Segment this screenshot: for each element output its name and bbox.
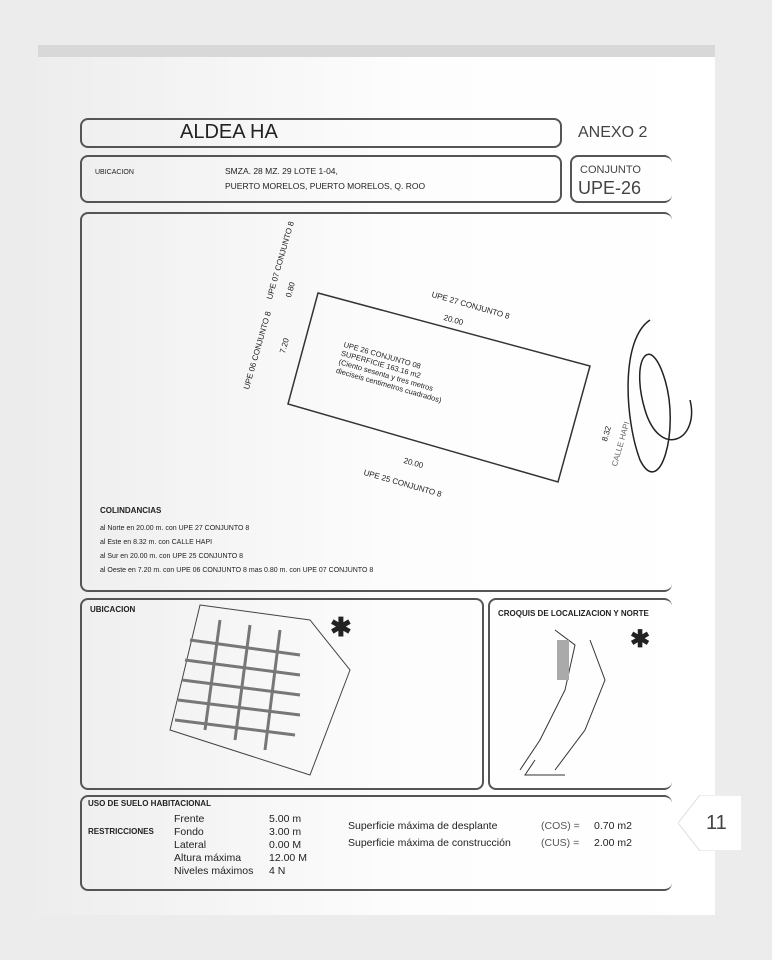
north-arrow-icon: ✱ [330,612,352,642]
location-line1: SMZA. 28 MZ. 29 LOTE 1-04, [225,166,338,176]
location-line2: PUERTO MORELOS, PUERTO MORELOS, Q. ROO [225,181,426,191]
croquis-title: CROQUIS DE LOCALIZACION Y NORTE [498,609,649,618]
colindancias-list: al Norte en 20.00 m. con UPE 27 CONJUNTO… [100,522,373,578]
page-number-badge[interactable] [678,795,742,851]
plan-box [80,212,672,592]
location-box [80,155,562,203]
subdivision-map [169,604,351,776]
document-title: ALDEA HA [180,121,278,143]
conjunto-label: CONJUNTO [580,164,641,176]
document-page [38,45,715,915]
ubicacion-map-box [80,598,484,790]
conjunto-box [570,155,672,203]
cos-row: Superficie máxima de desplante(COS) =0.7… [348,820,632,832]
conjunto-value: UPE-26 [578,178,642,198]
colindancias-title: COLINDANCIAS [100,506,162,515]
location-label: UBICACION [95,169,134,176]
restricciones-label: RESTRICCIONES [88,827,154,836]
page-edge [38,45,715,57]
colindancia-item: al Norte en 20.00 m. con UPE 27 CONJUNTO… [100,525,250,532]
signature [627,319,693,473]
uso-suelo-title: USO DE SUELO HABITACIONAL [88,799,211,808]
title-box [80,118,562,148]
cus-row: Superficie máxima de construcción(CUS) =… [348,837,632,849]
ubicacion-map-title: UBICACION [90,605,136,614]
colindancia-item: al Este en 8.32 m. con CALLE HAPI [100,539,213,546]
colindancia-item: al Sur en 20.00 m. con UPE 25 CONJUNTO 8 [100,553,244,560]
lot-outline [287,292,591,483]
colindancia-item: al Oeste en 7.20 m. con UPE 06 CONJUNTO … [100,567,374,574]
croquis-box [488,598,672,790]
north-arrow-icon: ✱ [630,626,651,653]
annex-label: ANEXO 2 [578,124,648,141]
page-number: 11 [706,812,727,834]
location-sketch [519,629,606,776]
uso-suelo-box [80,795,672,891]
